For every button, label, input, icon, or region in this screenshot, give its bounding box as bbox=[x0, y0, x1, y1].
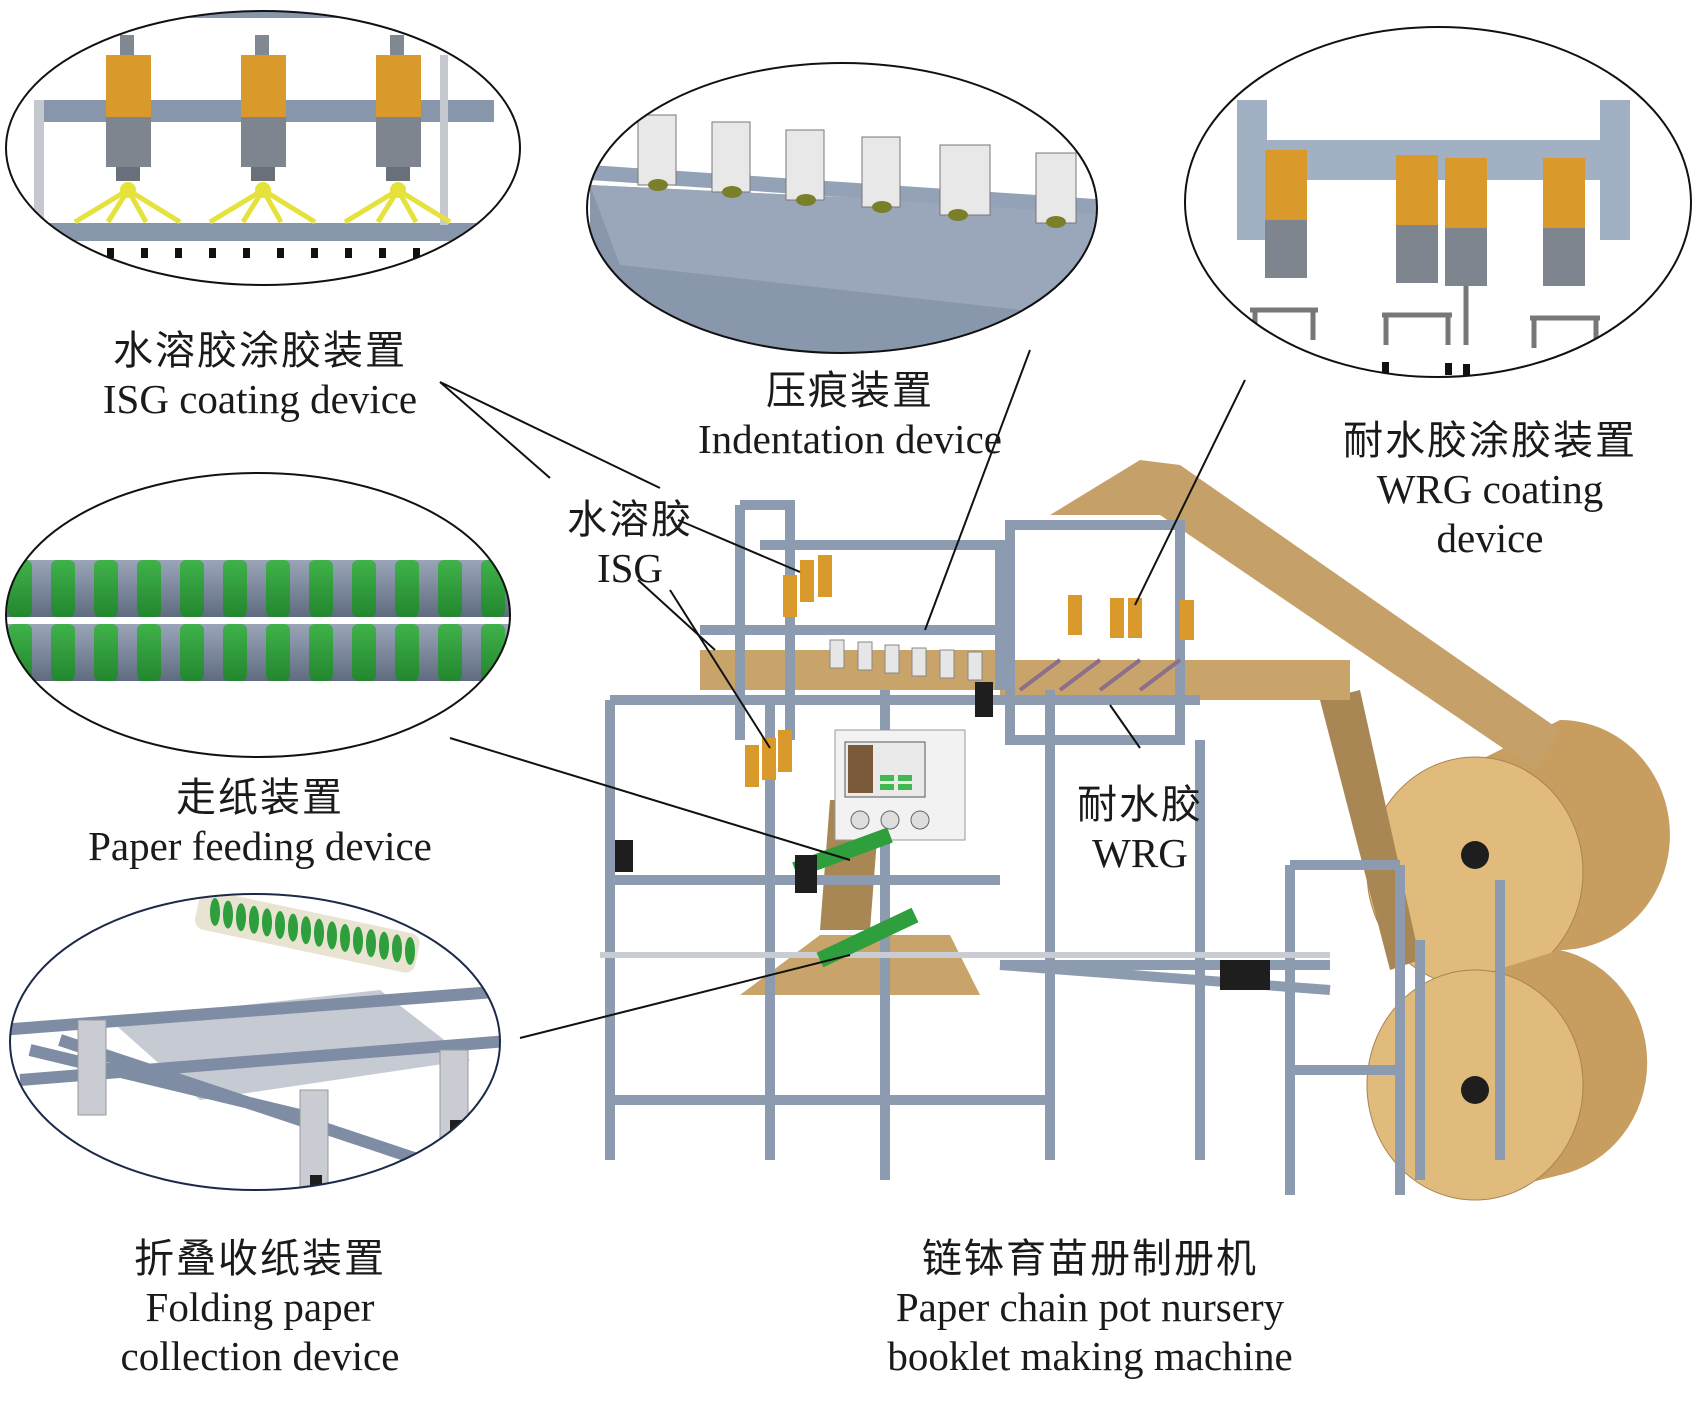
callout-indentation: 压痕装置 Indentation device bbox=[655, 368, 1045, 464]
folding-roller-band bbox=[405, 937, 415, 965]
feed-roller-band bbox=[51, 560, 75, 617]
inset-wrg-coating bbox=[1184, 26, 1692, 378]
feed-roller-band bbox=[266, 624, 290, 681]
feed-roller-band bbox=[438, 624, 462, 681]
main-title-zh: 链钵育苗册制册机 bbox=[922, 1236, 1258, 1282]
feed-roller-band bbox=[481, 560, 505, 617]
machine-frame bbox=[605, 500, 1505, 1195]
callout-en: ISG coating device bbox=[102, 376, 418, 423]
inset-isg-coating bbox=[5, 10, 521, 286]
isg-glue-guns-main bbox=[745, 555, 832, 787]
inset-folding bbox=[9, 893, 501, 1191]
callout-zh: 压痕装置 bbox=[766, 368, 934, 414]
feed-roller-band bbox=[438, 560, 462, 617]
folding-roller-band bbox=[314, 918, 324, 947]
folding-roller-bands bbox=[210, 898, 415, 965]
feed-roller-band bbox=[266, 560, 290, 617]
callout-zh: 折叠收纸装置 bbox=[134, 1236, 386, 1282]
folding-roller-band bbox=[327, 921, 337, 950]
feed-roller-band bbox=[94, 560, 118, 617]
wrg-glue-guns-main bbox=[1068, 595, 1194, 640]
isg-glue-gun bbox=[208, 35, 317, 225]
callout-zh: 水溶胶涂胶装置 bbox=[113, 328, 407, 374]
indentation-blades-main bbox=[829, 639, 983, 681]
main-title-en-line1: Paper chain pot nursery bbox=[895, 1284, 1285, 1331]
folding-roller-band bbox=[301, 916, 311, 945]
paper-roll-lower bbox=[1366, 950, 1648, 1201]
servo-motor bbox=[1220, 960, 1270, 990]
inline-zh: 水溶胶 bbox=[567, 497, 693, 543]
feed-roller-band bbox=[94, 624, 118, 681]
folding-roller-band bbox=[340, 924, 350, 952]
folding-roller-band bbox=[249, 905, 259, 934]
feed-roller-band bbox=[395, 624, 419, 681]
paper-web bbox=[1050, 460, 1560, 770]
main-title-en-line2: booklet making machine bbox=[887, 1332, 1293, 1379]
feed-roller-band bbox=[309, 624, 333, 681]
panel-knob bbox=[850, 810, 870, 830]
callout-paper-feeding: 走纸装置 Paper feeding device bbox=[40, 775, 480, 871]
folding-roller-band bbox=[288, 913, 298, 942]
callout-en-line2: device bbox=[1436, 514, 1544, 561]
inline-zh: 耐水胶 bbox=[1077, 782, 1203, 828]
folding-roller-band bbox=[210, 898, 220, 926]
feed-roller-band bbox=[51, 624, 75, 681]
wrg-glue-gun bbox=[1382, 155, 1452, 375]
panel-knob bbox=[910, 810, 930, 830]
folding-roller-band bbox=[223, 900, 233, 929]
inline-label-isg: 水溶胶 ISG bbox=[550, 497, 710, 593]
folding-roller-band bbox=[262, 908, 272, 937]
callout-zh: 耐水胶涂胶装置 bbox=[1343, 418, 1637, 464]
inset-indentation bbox=[586, 62, 1098, 354]
bearing-blocks bbox=[615, 682, 1489, 1104]
control-panel bbox=[834, 729, 966, 841]
inline-label-wrg: 耐水胶 WRG bbox=[1060, 782, 1220, 878]
feed-roller-band bbox=[223, 624, 247, 681]
callout-wrg-coating: 耐水胶涂胶装置 WRG coating device bbox=[1320, 418, 1660, 562]
feed-roller-band bbox=[309, 560, 333, 617]
panel-knob bbox=[880, 810, 900, 830]
paper-roll-upper bbox=[1366, 720, 1670, 988]
leader-lines bbox=[439, 349, 1246, 1039]
feed-roller-band bbox=[395, 560, 419, 617]
callout-isg-coating: 水溶胶涂胶装置 ISG coating device bbox=[70, 328, 450, 424]
inset-paper-feeding bbox=[5, 472, 511, 758]
main-title: 链钵育苗册制册机 Paper chain pot nursery booklet… bbox=[840, 1236, 1340, 1380]
callout-en-line1: Folding paper bbox=[145, 1284, 375, 1331]
callout-folding: 折叠收纸装置 Folding paper collection device bbox=[60, 1236, 460, 1380]
callout-zh: 走纸装置 bbox=[176, 775, 344, 821]
isg-glue-gun bbox=[343, 35, 452, 225]
feed-roller-band bbox=[180, 560, 204, 617]
main-machine bbox=[600, 460, 1670, 1201]
feed-roller-band bbox=[223, 560, 247, 617]
folding-roller-band bbox=[353, 926, 363, 955]
feed-roller-band bbox=[137, 624, 161, 681]
callout-en-line2: collection device bbox=[120, 1332, 400, 1379]
feed-roller-band bbox=[352, 560, 376, 617]
folding-roller-band bbox=[236, 903, 246, 932]
indentation-blade bbox=[637, 114, 1077, 224]
isg-glue-gun bbox=[73, 35, 182, 225]
folding-roller-band bbox=[275, 911, 285, 939]
feed-roller-bands bbox=[8, 560, 505, 681]
wrg-glue-stripes bbox=[1018, 658, 1182, 692]
callout-en: Indentation device bbox=[698, 416, 1002, 463]
callout-en-line1: WRG coating bbox=[1376, 466, 1604, 513]
folding-roller-band bbox=[379, 931, 389, 960]
inline-en: WRG bbox=[1092, 830, 1188, 877]
folding-roller-band bbox=[366, 929, 376, 958]
callout-en: Paper feeding device bbox=[88, 823, 432, 870]
feed-roller-band bbox=[352, 624, 376, 681]
wrg-glue-gun bbox=[1445, 158, 1487, 376]
feed-roller-band bbox=[137, 560, 161, 617]
feed-roller-band bbox=[180, 624, 204, 681]
inline-en: ISG bbox=[596, 545, 664, 592]
folding-roller-band bbox=[392, 934, 402, 963]
